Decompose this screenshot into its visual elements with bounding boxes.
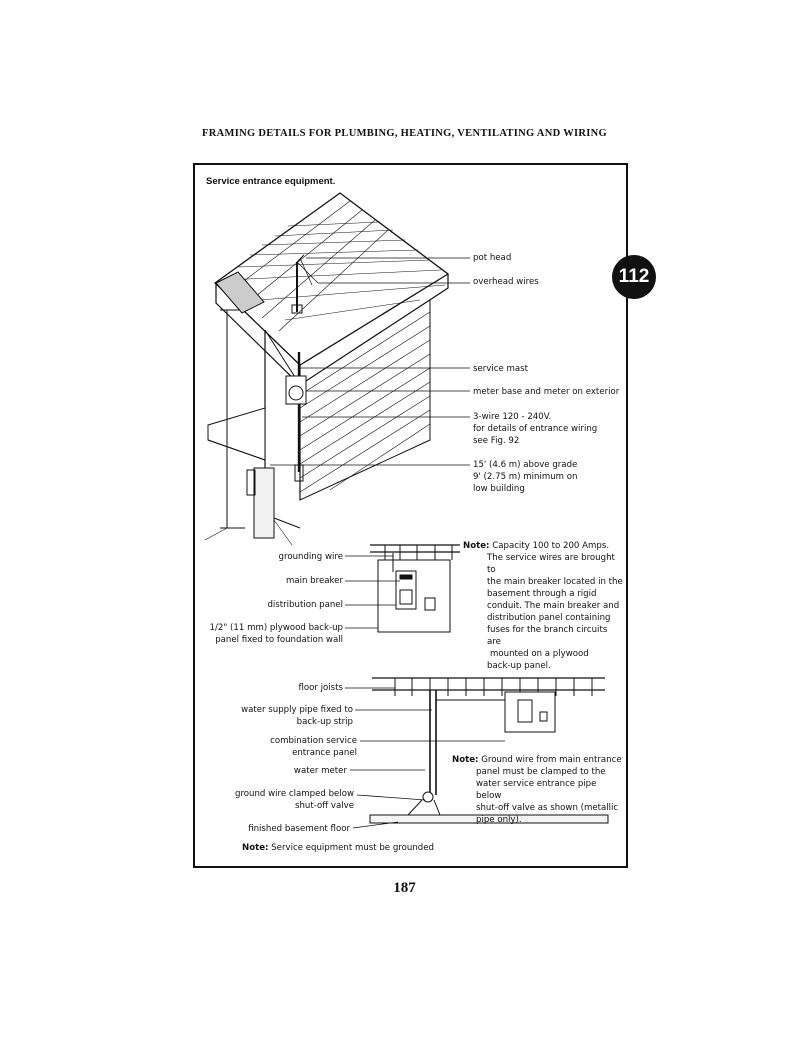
note-capacity-first-line: Capacity 100 to 200 Amps. <box>492 541 610 551</box>
basement-water-detail <box>345 677 609 829</box>
label-three-wire-line: 3-wire 120 - 240V. <box>473 412 552 422</box>
note-capacity-line: distribution panel containing <box>487 613 611 623</box>
label-pot-head: pot head <box>473 253 512 263</box>
figure-title: Service entrance equipment. <box>206 176 336 187</box>
label-water-meter: water meter <box>293 766 347 776</box>
label-water-supply: water supply pipe fixed to back-up strip <box>200 704 353 728</box>
note-ground-line: water service entrance pipe below <box>476 779 597 801</box>
note-ground-prefix: Note: <box>452 755 479 765</box>
note-service-prefix: Note: <box>242 843 269 853</box>
label-combination-panel-line: combination service <box>270 736 357 746</box>
page-number: 187 <box>393 880 416 896</box>
meter-base <box>285 375 307 405</box>
figure-number-badge: 112 <box>612 255 656 299</box>
note-capacity-line: The service wires are brought to <box>487 553 615 575</box>
label-combination-panel-line: entrance panel <box>292 748 357 758</box>
note-ground-line: shut-off valve as shown (metallic <box>476 803 619 813</box>
note-capacity: Note: Capacity 100 to 200 Amps. The serv… <box>463 540 623 672</box>
label-distribution-panel: distribution panel <box>267 600 343 610</box>
label-height-line: 9' (2.75 m) minimum on <box>473 472 578 482</box>
label-floor-joists: floor joists <box>298 683 343 693</box>
basement-panel-detail <box>345 544 460 633</box>
note-capacity-line: basement through a rigid <box>487 589 597 599</box>
label-ground-wire-clamped-line: ground wire clamped below <box>234 789 354 799</box>
label-overhead-wires: overhead wires <box>473 277 539 287</box>
note-ground-line: panel must be clamped to the <box>476 767 606 777</box>
label-plywood: 1/2" (11 mm) plywood back-up panel fixed… <box>196 622 343 646</box>
label-grounding-wire: grounding wire <box>278 552 343 562</box>
running-header: FRAMING DETAILS FOR PLUMBING, HEATING, V… <box>202 128 607 139</box>
label-plywood-line: panel fixed to foundation wall <box>215 635 343 645</box>
label-ground-wire-clamped-line: shut-off valve <box>294 801 354 811</box>
label-plywood-line: 1/2" (11 mm) plywood back-up <box>209 623 343 633</box>
note-capacity-line: mounted on a plywood <box>490 649 589 659</box>
label-finished-floor: finished basement floor <box>248 824 350 834</box>
note-capacity-line: back-up panel. <box>487 661 551 671</box>
label-meter-base: meter base and meter on exterior <box>473 387 620 397</box>
label-three-wire: 3-wire 120 - 240V. for details of entran… <box>473 411 597 447</box>
leader-lines-upper <box>270 257 470 466</box>
label-combination-panel: combination service entrance panel <box>200 735 357 759</box>
foundation <box>246 467 301 546</box>
label-height-line: 15' (4.6 m) above grade <box>473 460 578 470</box>
roof-vent <box>215 271 265 314</box>
note-capacity-line: the main breaker located in the <box>487 577 623 587</box>
label-water-supply-line: water supply pipe fixed to <box>241 705 353 715</box>
label-three-wire-line: see Fig. 92 <box>473 436 520 446</box>
label-ground-wire-clamped: ground wire clamped below shut-off valve <box>200 788 354 812</box>
label-main-breaker: main breaker <box>285 576 343 586</box>
figure-frame <box>193 163 628 868</box>
label-water-supply-line: back-up strip <box>296 717 353 727</box>
note-service: Note: Service equipment must be grounded <box>242 842 434 854</box>
label-service-mast: service mast <box>473 364 528 374</box>
service-mast <box>291 254 319 482</box>
label-height-line: low building <box>473 484 525 494</box>
note-capacity-line: fuses for the branch circuits are <box>487 625 608 647</box>
note-ground-first-line: Ground wire from main entrance <box>481 755 622 765</box>
label-height: 15' (4.6 m) above grade 9' (2.75 m) mini… <box>473 459 577 495</box>
label-three-wire-line: for details of entrance wiring <box>473 424 598 434</box>
note-capacity-line: conduit. The main breaker and <box>487 601 620 611</box>
note-service-text: Service equipment must be grounded <box>271 843 434 853</box>
note-ground: Note: Ground wire from main entrance pan… <box>452 754 622 826</box>
height-dimension <box>204 309 245 541</box>
note-ground-line: pipe only). <box>476 815 522 825</box>
porch-deck <box>207 407 266 461</box>
note-capacity-prefix: Note: <box>463 541 490 551</box>
